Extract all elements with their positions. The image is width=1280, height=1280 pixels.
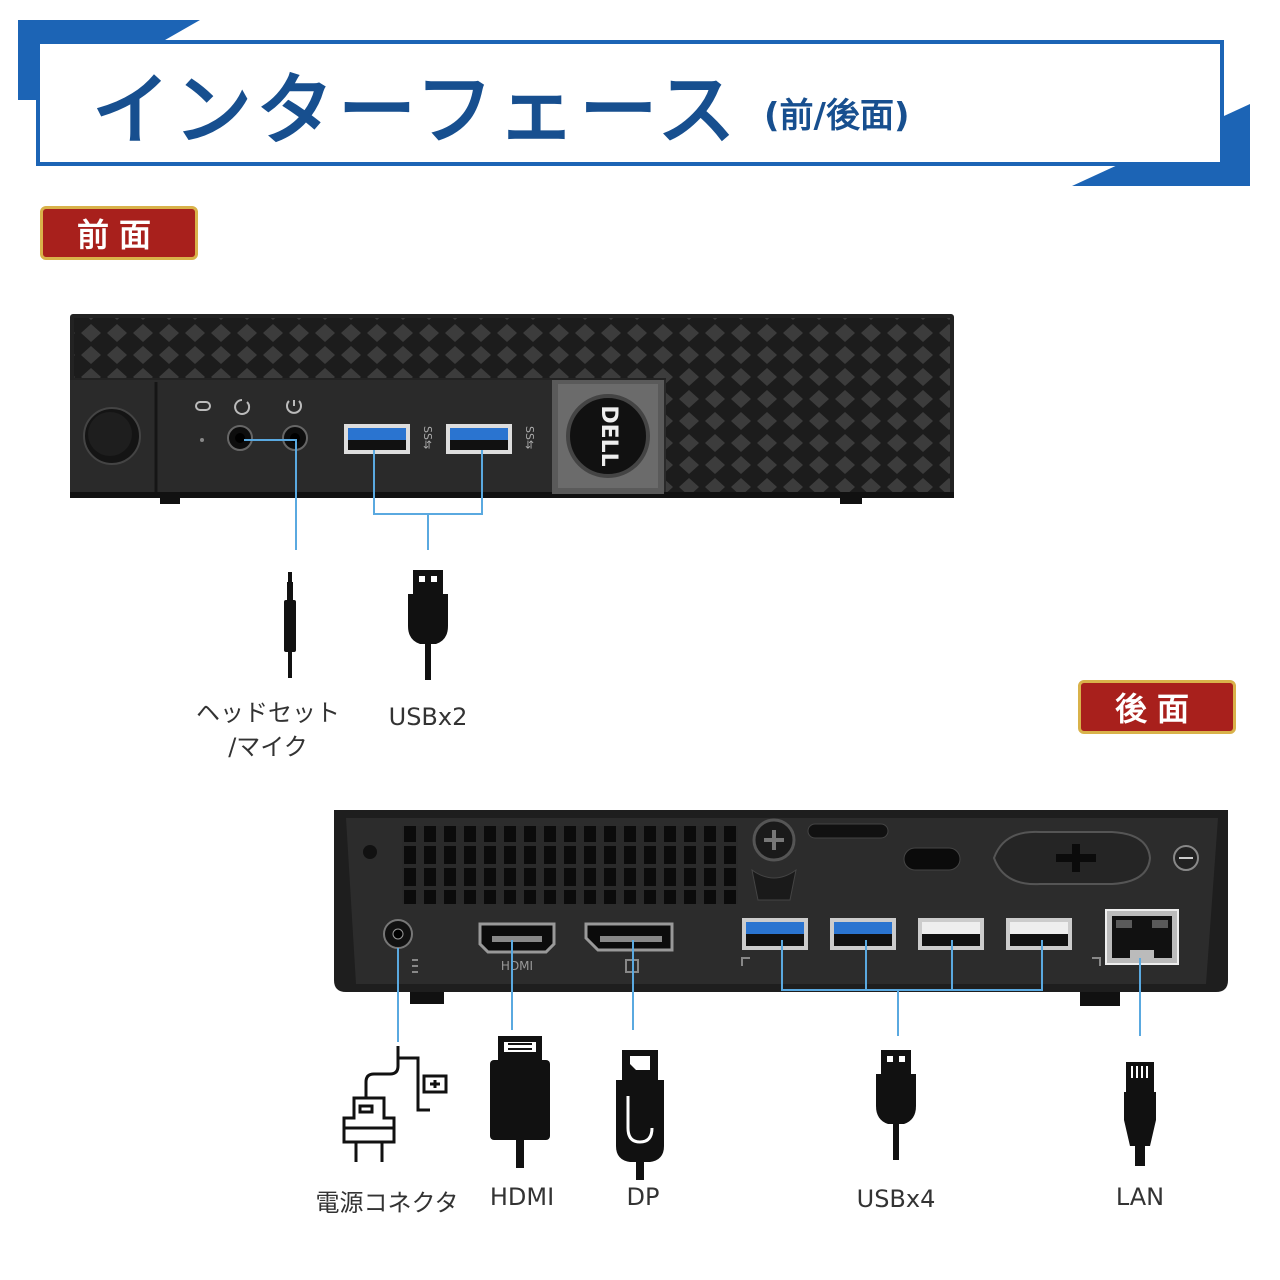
port-label-headset: ヘッドセット /マイク bbox=[196, 699, 340, 761]
title-frame bbox=[36, 40, 1224, 166]
port-label-rear-usb: USBx4 bbox=[856, 1185, 936, 1213]
displayport-port bbox=[584, 922, 674, 973]
front-indicator-icons bbox=[195, 399, 302, 442]
audio-jack-icon bbox=[284, 572, 296, 678]
port-label-front-usb: USBx2 bbox=[388, 703, 468, 731]
port-label-power: 電源コネクタ bbox=[315, 1189, 459, 1217]
power-plug-icon bbox=[342, 1046, 448, 1162]
rear-section-label: 後面 bbox=[1078, 680, 1236, 734]
dell-logo-badge: DELL bbox=[552, 380, 664, 494]
ethernet-plug-icon bbox=[1124, 1062, 1156, 1166]
front-usb-ports bbox=[344, 424, 512, 454]
page-subtitle: (前/後面) bbox=[764, 96, 910, 136]
svg-text:SS⇆: SS⇆ bbox=[421, 426, 434, 449]
hdmi-marking: HDMI bbox=[501, 959, 533, 973]
port-label-lan: LAN bbox=[1115, 1183, 1165, 1211]
port-label-dp: DP bbox=[626, 1183, 660, 1211]
rear-callout-lines bbox=[397, 940, 1141, 1042]
displayport-plug-icon bbox=[616, 1050, 664, 1180]
rear-hardware bbox=[751, 818, 1199, 901]
usb-ss-markings: SS⇆ SS⇆ bbox=[421, 426, 536, 449]
audio-jacks bbox=[227, 425, 308, 451]
front-section-label: 前面 bbox=[40, 206, 198, 260]
front-device-illustration: SS⇆ SS⇆ DELL bbox=[70, 314, 954, 680]
usb-plug-icon bbox=[876, 1050, 916, 1160]
title-banner: インターフェース (前/後面) bbox=[0, 0, 1280, 200]
page-title: インターフェース bbox=[92, 66, 740, 156]
hdmi-plug-icon bbox=[490, 1036, 550, 1168]
dell-logo-text: DELL bbox=[596, 405, 621, 466]
front-callout-lines bbox=[244, 439, 483, 550]
port-label-hdmi: HDMI bbox=[489, 1183, 555, 1211]
svg-text:SS⇆: SS⇆ bbox=[523, 426, 536, 449]
lan-port bbox=[1105, 909, 1179, 965]
power-port bbox=[383, 919, 418, 973]
hdmi-port: HDMI bbox=[478, 922, 556, 973]
power-button bbox=[83, 407, 141, 465]
usb-plug-icon bbox=[408, 570, 448, 680]
rear-device-illustration: HDMI bbox=[334, 810, 1228, 1180]
